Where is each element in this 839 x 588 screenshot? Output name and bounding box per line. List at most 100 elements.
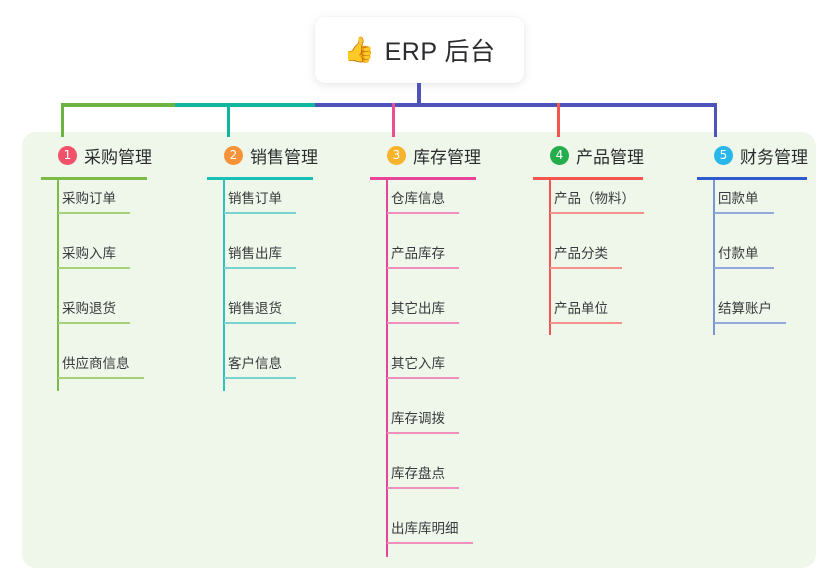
leaf-item-label: 销售订单 xyxy=(228,191,282,206)
diagram-background-panel xyxy=(22,132,816,568)
leaf-item-rule xyxy=(387,542,473,544)
leaf-item[interactable]: 付款单 xyxy=(714,242,774,269)
leaf-item-label: 付款单 xyxy=(718,246,759,261)
leaf-item-rule xyxy=(714,267,774,269)
leaf-item-rule xyxy=(224,322,296,324)
column-title-5: 财务管理 xyxy=(740,147,808,167)
column-header-5[interactable]: 5 财务管理 xyxy=(697,143,808,180)
leaf-item[interactable]: 其它入库 xyxy=(387,352,459,379)
leaf-item[interactable]: 采购退货 xyxy=(58,297,130,324)
column-header-rule-4 xyxy=(533,177,643,180)
leaf-item[interactable]: 供应商信息 xyxy=(58,352,144,379)
connector-bar-2 xyxy=(175,103,315,107)
leaf-item-label: 库存调拨 xyxy=(391,411,445,426)
connector-drop-5 xyxy=(714,103,717,137)
leaf-item-rule xyxy=(58,267,130,269)
leaf-item-label: 回款单 xyxy=(718,191,759,206)
leaf-item-rule xyxy=(550,322,622,324)
leaf-item-rule xyxy=(224,267,296,269)
leaf-item-label: 采购入库 xyxy=(62,246,116,261)
leaf-item[interactable]: 结算账户 xyxy=(714,297,786,324)
leaf-item-rule xyxy=(714,212,774,214)
connector-bar-1 xyxy=(61,103,175,107)
column-title-2: 销售管理 xyxy=(250,147,318,167)
thumbs-up-icon: 👍 xyxy=(343,35,375,64)
leaf-item[interactable]: 采购入库 xyxy=(58,242,130,269)
leaf-item[interactable]: 产品（物料） xyxy=(550,187,644,214)
column-badge-icon-3: 3 xyxy=(387,145,406,165)
leaf-item[interactable]: 销售出库 xyxy=(224,242,296,269)
column-2: 2 销售管理销售订单销售出库销售退货客户信息 xyxy=(207,143,318,391)
connector-drop-3 xyxy=(392,103,395,137)
leaf-item-label: 供应商信息 xyxy=(62,356,130,371)
leaf-item[interactable]: 其它出库 xyxy=(387,297,459,324)
leaf-item-label: 结算账户 xyxy=(718,301,772,316)
leaf-item-rule xyxy=(224,377,296,379)
leaf-item-label: 产品单位 xyxy=(554,301,608,316)
column-5: 5 财务管理回款单付款单结算账户 xyxy=(697,143,808,335)
leaf-item-label: 产品（物料） xyxy=(554,191,635,206)
leaf-item-label: 采购退货 xyxy=(62,301,116,316)
leaf-item-label: 其它入库 xyxy=(391,356,445,371)
leaf-item-rule xyxy=(224,212,296,214)
column-header-rule-1 xyxy=(41,177,147,180)
connector-drop-1 xyxy=(61,103,64,137)
leaf-item-rule xyxy=(387,267,459,269)
root-node-title: ERP 后台 xyxy=(384,38,496,66)
leaf-item-label: 仓库信息 xyxy=(391,191,445,206)
column-spine-2 xyxy=(223,180,225,391)
connector-drop-4 xyxy=(557,103,560,137)
column-spine-5 xyxy=(713,180,715,335)
leaf-item[interactable]: 库存盘点 xyxy=(387,462,459,489)
column-header-2[interactable]: 2 销售管理 xyxy=(207,143,318,180)
column-badge-icon-1: 1 xyxy=(58,145,77,165)
leaf-item[interactable]: 出库库明细 xyxy=(387,517,473,544)
leaf-item[interactable]: 销售订单 xyxy=(224,187,296,214)
column-spine-3 xyxy=(386,180,388,557)
leaf-item-label: 产品分类 xyxy=(554,246,608,261)
leaf-item-rule xyxy=(58,212,130,214)
column-header-rule-3 xyxy=(370,177,476,180)
leaf-item-rule xyxy=(714,322,786,324)
connector-bar-3 xyxy=(315,103,715,107)
leaf-item[interactable]: 销售退货 xyxy=(224,297,296,324)
column-badge-icon-2: 2 xyxy=(224,145,243,165)
leaf-item[interactable]: 回款单 xyxy=(714,187,774,214)
leaf-item[interactable]: 仓库信息 xyxy=(387,187,459,214)
leaf-item-label: 销售退货 xyxy=(228,301,282,316)
leaf-item-rule xyxy=(387,322,459,324)
column-4: 4 产品管理产品（物料） 产品分类产品单位 xyxy=(533,143,644,335)
leaf-item-label: 库存盘点 xyxy=(391,466,445,481)
leaf-item-rule xyxy=(550,267,622,269)
leaf-item-rule xyxy=(387,432,459,434)
column-header-3[interactable]: 3 库存管理 xyxy=(370,143,481,180)
leaf-item-rule xyxy=(550,212,644,214)
column-spine-1 xyxy=(57,180,59,391)
leaf-item-rule xyxy=(387,487,459,489)
leaf-item-rule xyxy=(58,322,130,324)
leaf-item-rule xyxy=(58,377,144,379)
root-node[interactable]: 👍 ERP 后台 xyxy=(315,17,524,83)
leaf-item[interactable]: 客户信息 xyxy=(224,352,296,379)
leaf-item-label: 客户信息 xyxy=(228,356,282,371)
leaf-item-label: 销售出库 xyxy=(228,246,282,261)
column-badge-icon-4: 4 xyxy=(550,145,569,165)
column-header-4[interactable]: 4 产品管理 xyxy=(533,143,644,180)
leaf-item-rule xyxy=(387,212,459,214)
leaf-item-label: 采购订单 xyxy=(62,191,116,206)
leaf-item[interactable]: 产品库存 xyxy=(387,242,459,269)
column-title-3: 库存管理 xyxy=(413,147,481,167)
leaf-item[interactable]: 产品分类 xyxy=(550,242,622,269)
column-header-rule-2 xyxy=(207,177,313,180)
root-connector-drop xyxy=(417,83,421,106)
leaf-item[interactable]: 产品单位 xyxy=(550,297,622,324)
leaf-item[interactable]: 采购订单 xyxy=(58,187,130,214)
connector-drop-2 xyxy=(227,103,230,137)
column-title-4: 产品管理 xyxy=(576,147,644,167)
leaf-item-label: 其它出库 xyxy=(391,301,445,316)
leaf-item-rule xyxy=(387,377,459,379)
column-badge-icon-5: 5 xyxy=(714,145,733,165)
leaf-item[interactable]: 库存调拨 xyxy=(387,407,459,434)
